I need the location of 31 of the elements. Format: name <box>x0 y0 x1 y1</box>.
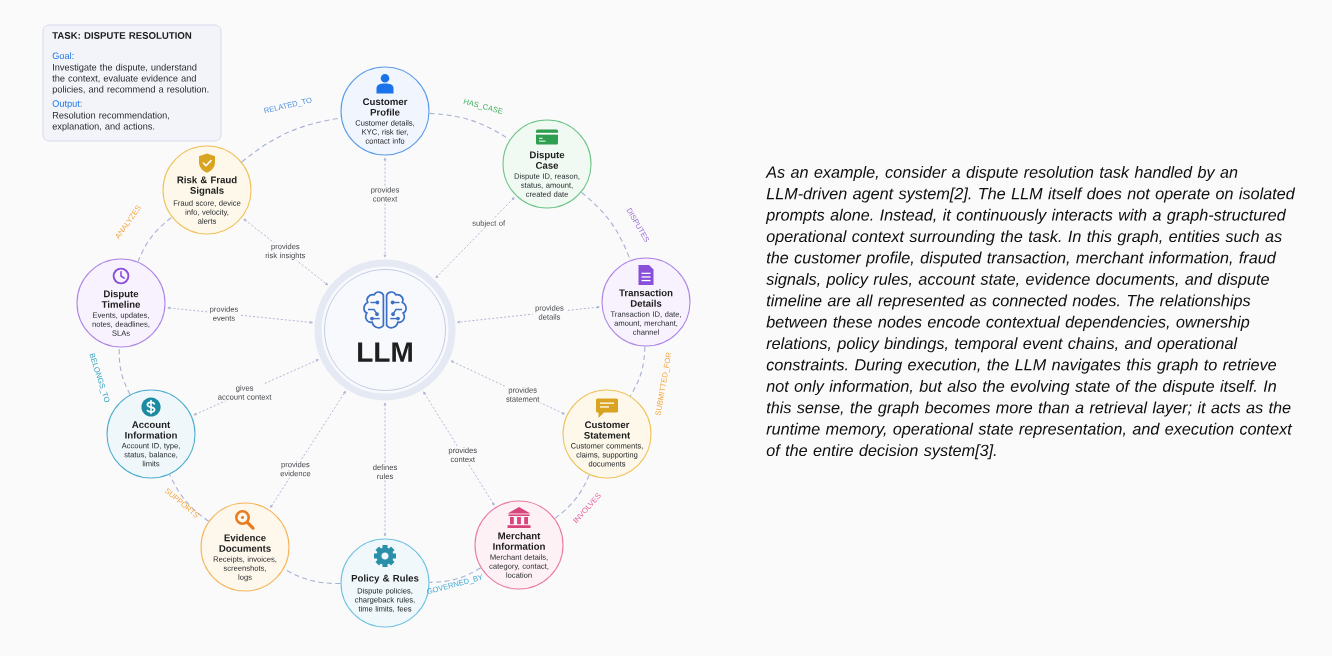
node-title: Dispute Case <box>530 151 565 169</box>
section-label: Output: <box>52 100 82 109</box>
node-title: Evidence Documents <box>219 534 271 552</box>
double-arrow <box>435 197 515 279</box>
double-arrow <box>423 391 495 506</box>
node-title: Risk & Fraud Signals <box>177 176 237 196</box>
section-text: Investigate the dispute, understand the context, evaluate evidence and policies, and recommend a resolution. <box>52 63 209 95</box>
double-arrow <box>243 218 329 286</box>
node-title: Customer Profile <box>363 98 408 116</box>
node-title: Policy & Rules <box>351 574 419 584</box>
double-arrow <box>450 360 565 415</box>
connector-line <box>137 216 173 263</box>
connector-line <box>554 474 590 519</box>
double-arrow <box>167 306 313 324</box>
node-title: Transaction Details <box>619 289 673 307</box>
double-arrow <box>193 359 319 416</box>
panel-heading: TASK: DISPUTE RESOLUTION <box>52 32 192 39</box>
double-arrow <box>270 390 346 508</box>
connector-line <box>118 346 131 396</box>
node-title: Account Information <box>125 421 177 439</box>
section-label: Goal: <box>52 52 74 60</box>
connector-line <box>429 567 482 583</box>
connector-line <box>629 346 646 397</box>
node-title: Merchant Information <box>493 532 545 550</box>
paragraph: As an example, consider a dispute resolution task handled by an LLM-driven agent system[2]. The LLM itself does not operate on isolated prompts alone. Instead, it continuously interacts with a graph-structured operational context surrounding the task. In this graph, entities such as the customer profile, disputed transaction, merchant information, fraud signals, policy rules, account state, evidence documents, and dispute timeline are all represented as connected nodes. The relationships between these nodes encode contextual dependencies, ownership relations, policy bindings, temporal event chains, and operational constraints. During execution, the LLM navigates this graph to retrieve not only information, but also the evolving state of the dispute itself. In this sense, the graph becomes more than a retrieval layer; it acts as the runtime memory, operational state representation, and execution context of the entire decision system[3]. <box>765 166 1296 460</box>
node-title: Dispute Timeline <box>101 290 141 308</box>
double-arrow <box>457 305 600 324</box>
connector-line <box>428 112 511 141</box>
connector-line <box>169 473 210 522</box>
section-text: Resolution recommendation, explanation, and actions. <box>52 111 169 132</box>
node-title: Customer Statement <box>584 421 631 439</box>
